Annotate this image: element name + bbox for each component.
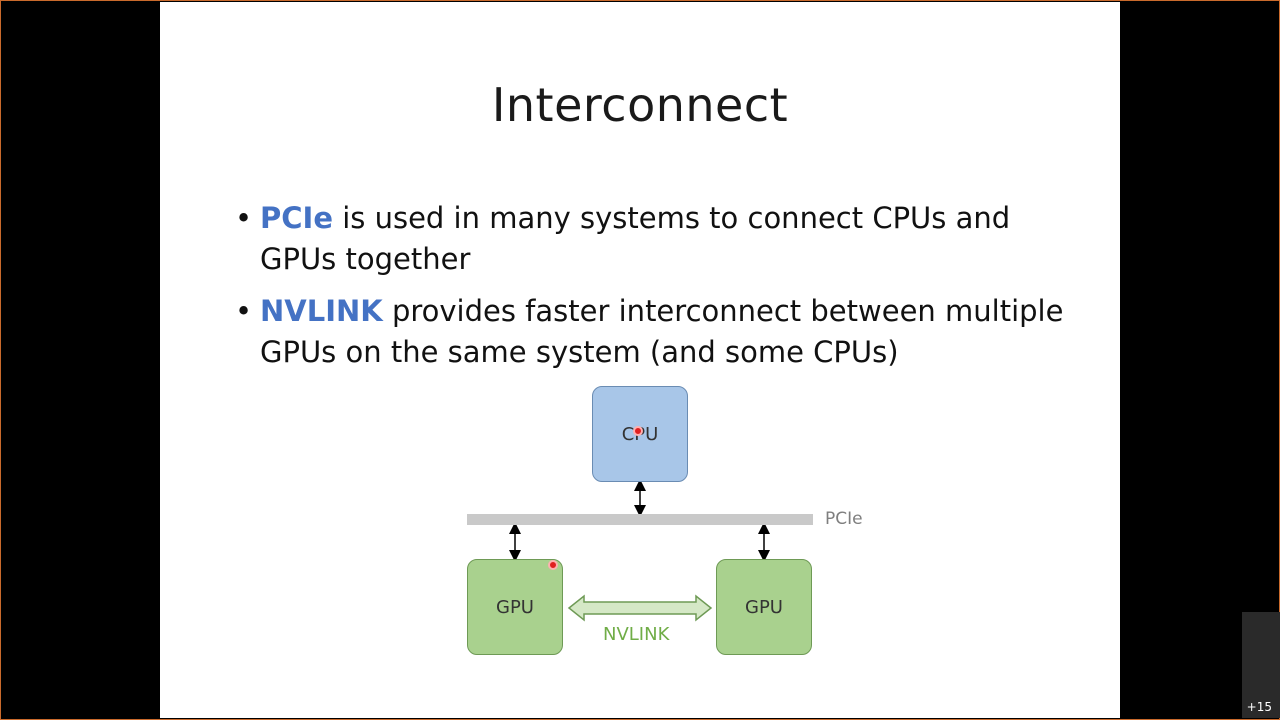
diagram-connectors [509,479,770,622]
participant-counter: +15 [1246,700,1272,714]
gpu-left-label: GPU [496,596,534,618]
nvlink-arrow [567,594,713,622]
laser-pointer-dot [548,560,558,570]
gpu-right-label: GPU [745,596,783,618]
gpu-box-right: GPU [716,559,812,655]
bullet-keyword-nvlink: NVLINK [260,294,383,328]
bullet-dot: • [235,294,253,328]
bullet-text-nvlink: provides faster interconnect between mul… [260,294,1064,369]
slide-title: Interconnect [491,78,789,132]
interconnect-diagram: CPU PCIe GPU GPU NVLINK [160,2,1120,718]
presentation-slide: Interconnect • PCIe is used in many syst… [160,2,1120,718]
laser-pointer-dot [633,426,643,436]
bullet-item-nvlink: • NVLINK provides faster interconnect be… [235,291,1065,373]
bullet-item-pcie: • PCIe is used in many systems to connec… [235,198,1065,280]
bullet-dot: • [235,201,253,235]
gpu-box-left: GPU [467,559,563,655]
bullet-keyword-pcie: PCIe [260,201,333,235]
bullet-text-pcie: is used in many systems to connect CPUs … [260,201,1011,276]
bullet-list: • PCIe is used in many systems to connec… [235,198,1065,384]
pcie-label: PCIe [825,509,863,529]
participants-panel-toggle[interactable]: +15 [1242,612,1280,718]
pcie-bus-bar [467,514,813,525]
nvlink-label: NVLINK [603,624,670,645]
